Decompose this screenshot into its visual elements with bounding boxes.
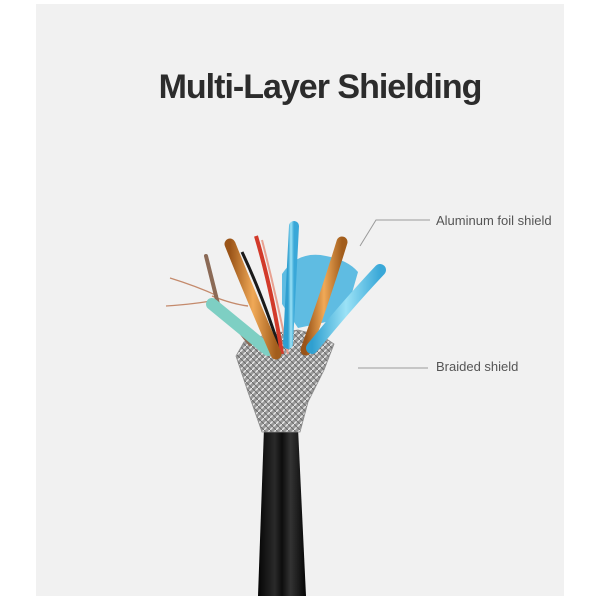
copper-foil-conductor xyxy=(300,236,348,356)
product-image-canvas: Multi-Layer Shielding xyxy=(36,4,564,596)
black-wire xyxy=(240,251,282,351)
cable-jacket xyxy=(258,425,306,596)
foil-shield-label: Aluminum foil shield xyxy=(436,213,552,228)
blue-foil-conductor xyxy=(306,264,386,354)
cable-cross-section-illustration xyxy=(165,219,430,596)
braided-shield-label: Braided shield xyxy=(436,359,519,374)
teal-wrapped-conductor xyxy=(206,298,274,356)
page-title: Multi-Layer Shielding xyxy=(158,68,483,106)
foil-callout-line xyxy=(359,219,430,247)
red-wire xyxy=(254,235,284,355)
blue-foil-conductor xyxy=(283,221,299,349)
copper-foil-conductor xyxy=(224,238,282,360)
